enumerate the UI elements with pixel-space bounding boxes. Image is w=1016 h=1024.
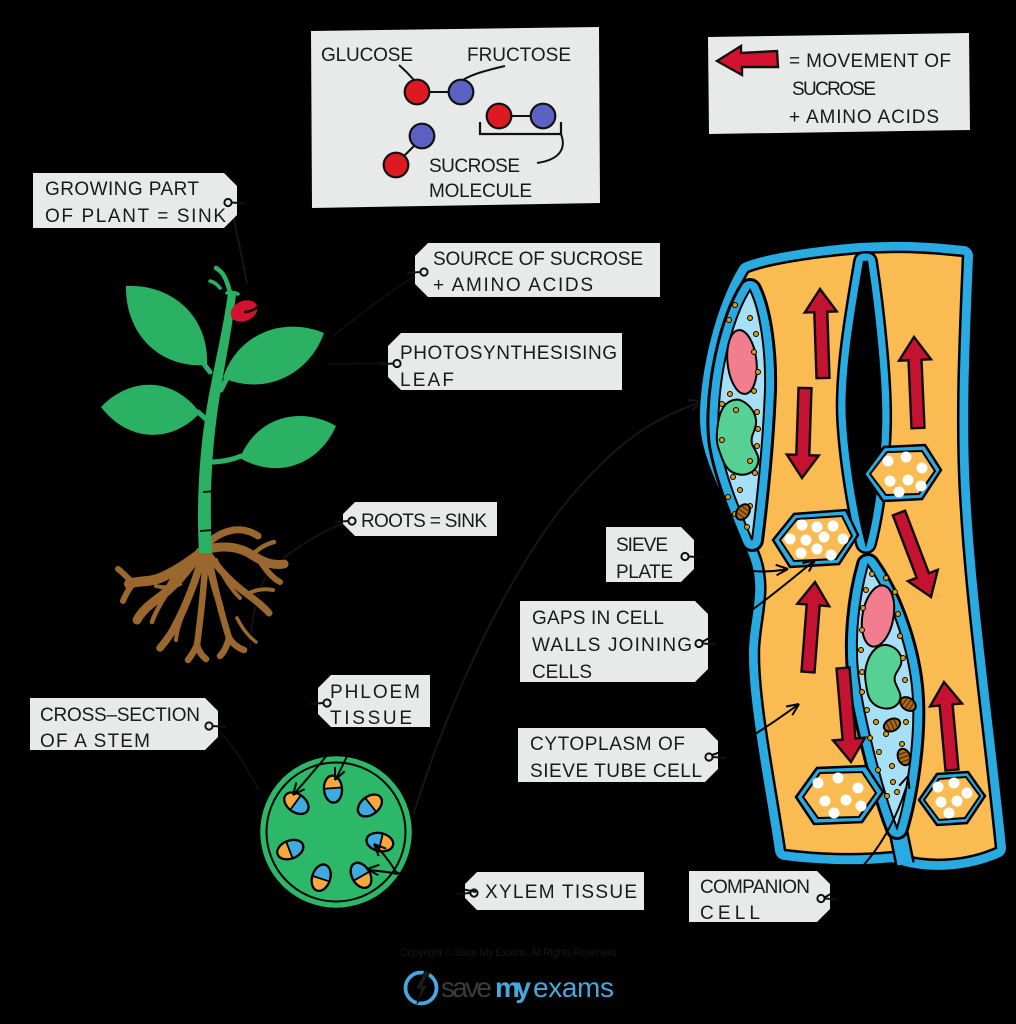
svg-text:XYLEM TISSUE: XYLEM TISSUE	[485, 882, 637, 903]
svg-text:Copyright © Save My Exams. All: Copyright © Save My Exams. All Rights Re…	[400, 947, 616, 959]
svg-text:MOLECULE: MOLECULE	[429, 181, 532, 202]
svg-text:OF PLANT = SINK: OF PLANT = SINK	[45, 206, 226, 227]
svg-text:PLATE: PLATE	[616, 562, 673, 583]
svg-text:SUCROSE: SUCROSE	[792, 79, 876, 100]
svg-text:SOURCE OF SUCROSE: SOURCE OF SUCROSE	[433, 249, 643, 270]
svg-text:= MOVEMENT OF: = MOVEMENT OF	[789, 51, 951, 72]
svg-text:CELL: CELL	[700, 903, 760, 924]
svg-text:my: my	[495, 972, 531, 1003]
svg-text:CYTOPLASM OF: CYTOPLASM OF	[530, 734, 685, 755]
svg-text:SIEVE TUBE CELL: SIEVE TUBE CELL	[530, 761, 702, 782]
svg-text:+ AMINO ACIDS: + AMINO ACIDS	[433, 275, 593, 296]
svg-text:CROSS–SECTION: CROSS–SECTION	[40, 705, 200, 726]
svg-text:LEAF: LEAF	[400, 370, 454, 391]
svg-text:COMPANION: COMPANION	[700, 877, 810, 898]
svg-text:ROOTS = SINK: ROOTS = SINK	[361, 511, 487, 532]
svg-text:GAPS IN CELL: GAPS IN CELL	[532, 608, 664, 629]
svg-text:WALLS JOINING: WALLS JOINING	[532, 635, 692, 656]
svg-text:GROWING PART: GROWING PART	[45, 179, 199, 200]
svg-text:SUCROSE: SUCROSE	[429, 156, 520, 177]
svg-text:+ AMINO ACIDS: + AMINO ACIDS	[789, 107, 939, 128]
svg-text:FRUCTOSE: FRUCTOSE	[467, 45, 571, 66]
svg-text:PHLOEM: PHLOEM	[330, 682, 420, 703]
svg-text:CELLS: CELLS	[532, 662, 592, 683]
svg-text:exams: exams	[533, 972, 614, 1003]
svg-text:OF A STEM: OF A STEM	[40, 731, 150, 752]
svg-text:PHOTOSYNTHESISING: PHOTOSYNTHESISING	[400, 343, 617, 364]
svg-text:SIEVE: SIEVE	[616, 535, 668, 556]
svg-text:save: save	[441, 972, 492, 1003]
svg-text:GLUCOSE: GLUCOSE	[321, 45, 413, 66]
